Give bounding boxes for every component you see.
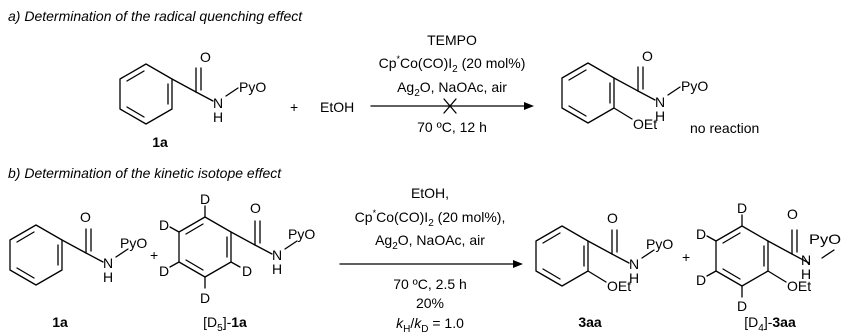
deuterium-label: D [200, 290, 210, 306]
compound-label-d5-1a: [D5]-1a [203, 314, 247, 334]
no-reaction-cross [443, 98, 457, 114]
scheme-b: b) Determination of the kinetic isotope … [8, 165, 841, 335]
compound-label-1a: 1a [52, 314, 68, 330]
reaction-conditions: 70 ºC, 2.5 h [393, 276, 467, 292]
ethoxy-bond [613, 107, 633, 120]
deuterium-label: D [159, 263, 169, 279]
pyo-group: PyO [646, 236, 673, 252]
pyo-group: PyO [681, 78, 708, 94]
ethoxy-group: OEt [607, 278, 631, 294]
deuterium-label: D [200, 191, 210, 207]
ethoxy-bond [767, 270, 787, 283]
amide-hydrogen: H [213, 109, 223, 125]
ethoxy-group: OEt [633, 116, 657, 132]
scheme-a: a) Determination of the radical quenchin… [8, 8, 759, 150]
deuterium-bonds [169, 205, 241, 289]
pyo-group: PyO [809, 231, 841, 247]
carbonyl-oxygen: O [642, 48, 653, 64]
reaction-conditions: 70 ºC, 12 h [417, 119, 487, 135]
plus-sign: + [150, 247, 158, 263]
substrate-1a: O N H PyO 1a [119, 49, 266, 150]
kinetic-isotope-effect: kH/kD = 1.0 [396, 315, 464, 335]
compound-label-d4-3aa: [D4]-3aa [744, 314, 796, 334]
plus-sign: + [290, 99, 298, 115]
reaction-arrow [339, 260, 523, 268]
pyo-group: PyO [288, 226, 315, 242]
amide-nitrogen: N [103, 255, 113, 271]
deuterium-label: D [242, 263, 252, 279]
amide-nitrogen: N [801, 252, 811, 268]
ethanol-reagent: EtOH [320, 99, 354, 115]
substrate-1a: O N H PyO 1a [9, 209, 147, 330]
deuterium-bonds [706, 214, 743, 298]
ethoxy-bond [587, 270, 607, 283]
reaction-yield: 20% [416, 295, 444, 311]
product-d4-3aa: D D D D O N H PyO OEt [D4]-3aa [696, 200, 841, 334]
pyo-group: PyO [239, 79, 266, 95]
product-3aa: O N H PyO OEt 3aa [535, 210, 673, 330]
plus-sign: + [682, 249, 690, 265]
carbonyl-oxygen: O [80, 209, 91, 225]
carbonyl-oxygen: O [787, 206, 798, 222]
reagent-additives: Ag2O, NaOAc, air [375, 232, 485, 252]
reagent-catalyst: Cp*Co(CO)I2 (20 mol%) [379, 54, 526, 75]
no-reaction-text: no reaction [690, 120, 759, 136]
carbonyl-oxygen: O [607, 210, 618, 226]
amide-hydrogen: H [272, 261, 282, 277]
pyo-group: PyO [120, 235, 147, 251]
carbonyl-oxygen: O [250, 200, 261, 216]
reagent-additives: Ag2O, NaOAc, air [397, 79, 507, 99]
amide-hydrogen: H [629, 270, 639, 286]
compound-label-1a: 1a [152, 134, 168, 150]
amide-hydrogen: H [801, 266, 811, 282]
deuterium-label: D [696, 226, 706, 242]
reagent-catalyst: Cp*Co(CO)I2 (20 mol%), [355, 208, 506, 229]
compound-label-3aa: 3aa [578, 314, 602, 330]
scheme-a-header: a) Determination of the radical quenchin… [8, 8, 303, 24]
substrate-d5-1a: D D D D D O N H PyO [D5]-1a [159, 191, 315, 334]
amide-hydrogen: H [103, 269, 113, 285]
amide-hydrogen: H [655, 108, 665, 124]
deuterium-label: D [737, 298, 747, 314]
scheme-b-header: b) Determination of the kinetic isotope … [8, 165, 282, 181]
amide-nitrogen: N [272, 247, 282, 263]
amide-nitrogen: N [213, 95, 223, 111]
amide-nitrogen: N [655, 94, 665, 110]
carbonyl-oxygen: O [200, 49, 211, 65]
amide-nitrogen: N [629, 256, 639, 272]
reagent-tempo: TEMPO [427, 32, 477, 48]
reagent-ethanol: EtOH, [411, 185, 449, 201]
deuterium-label: D [696, 272, 706, 288]
deuterium-label: D [737, 200, 747, 216]
ethoxy-group: OEt [787, 278, 811, 294]
deuterium-label: D [159, 217, 169, 233]
product-ethoxy-benzamide: O N H PyO OEt [561, 48, 708, 132]
